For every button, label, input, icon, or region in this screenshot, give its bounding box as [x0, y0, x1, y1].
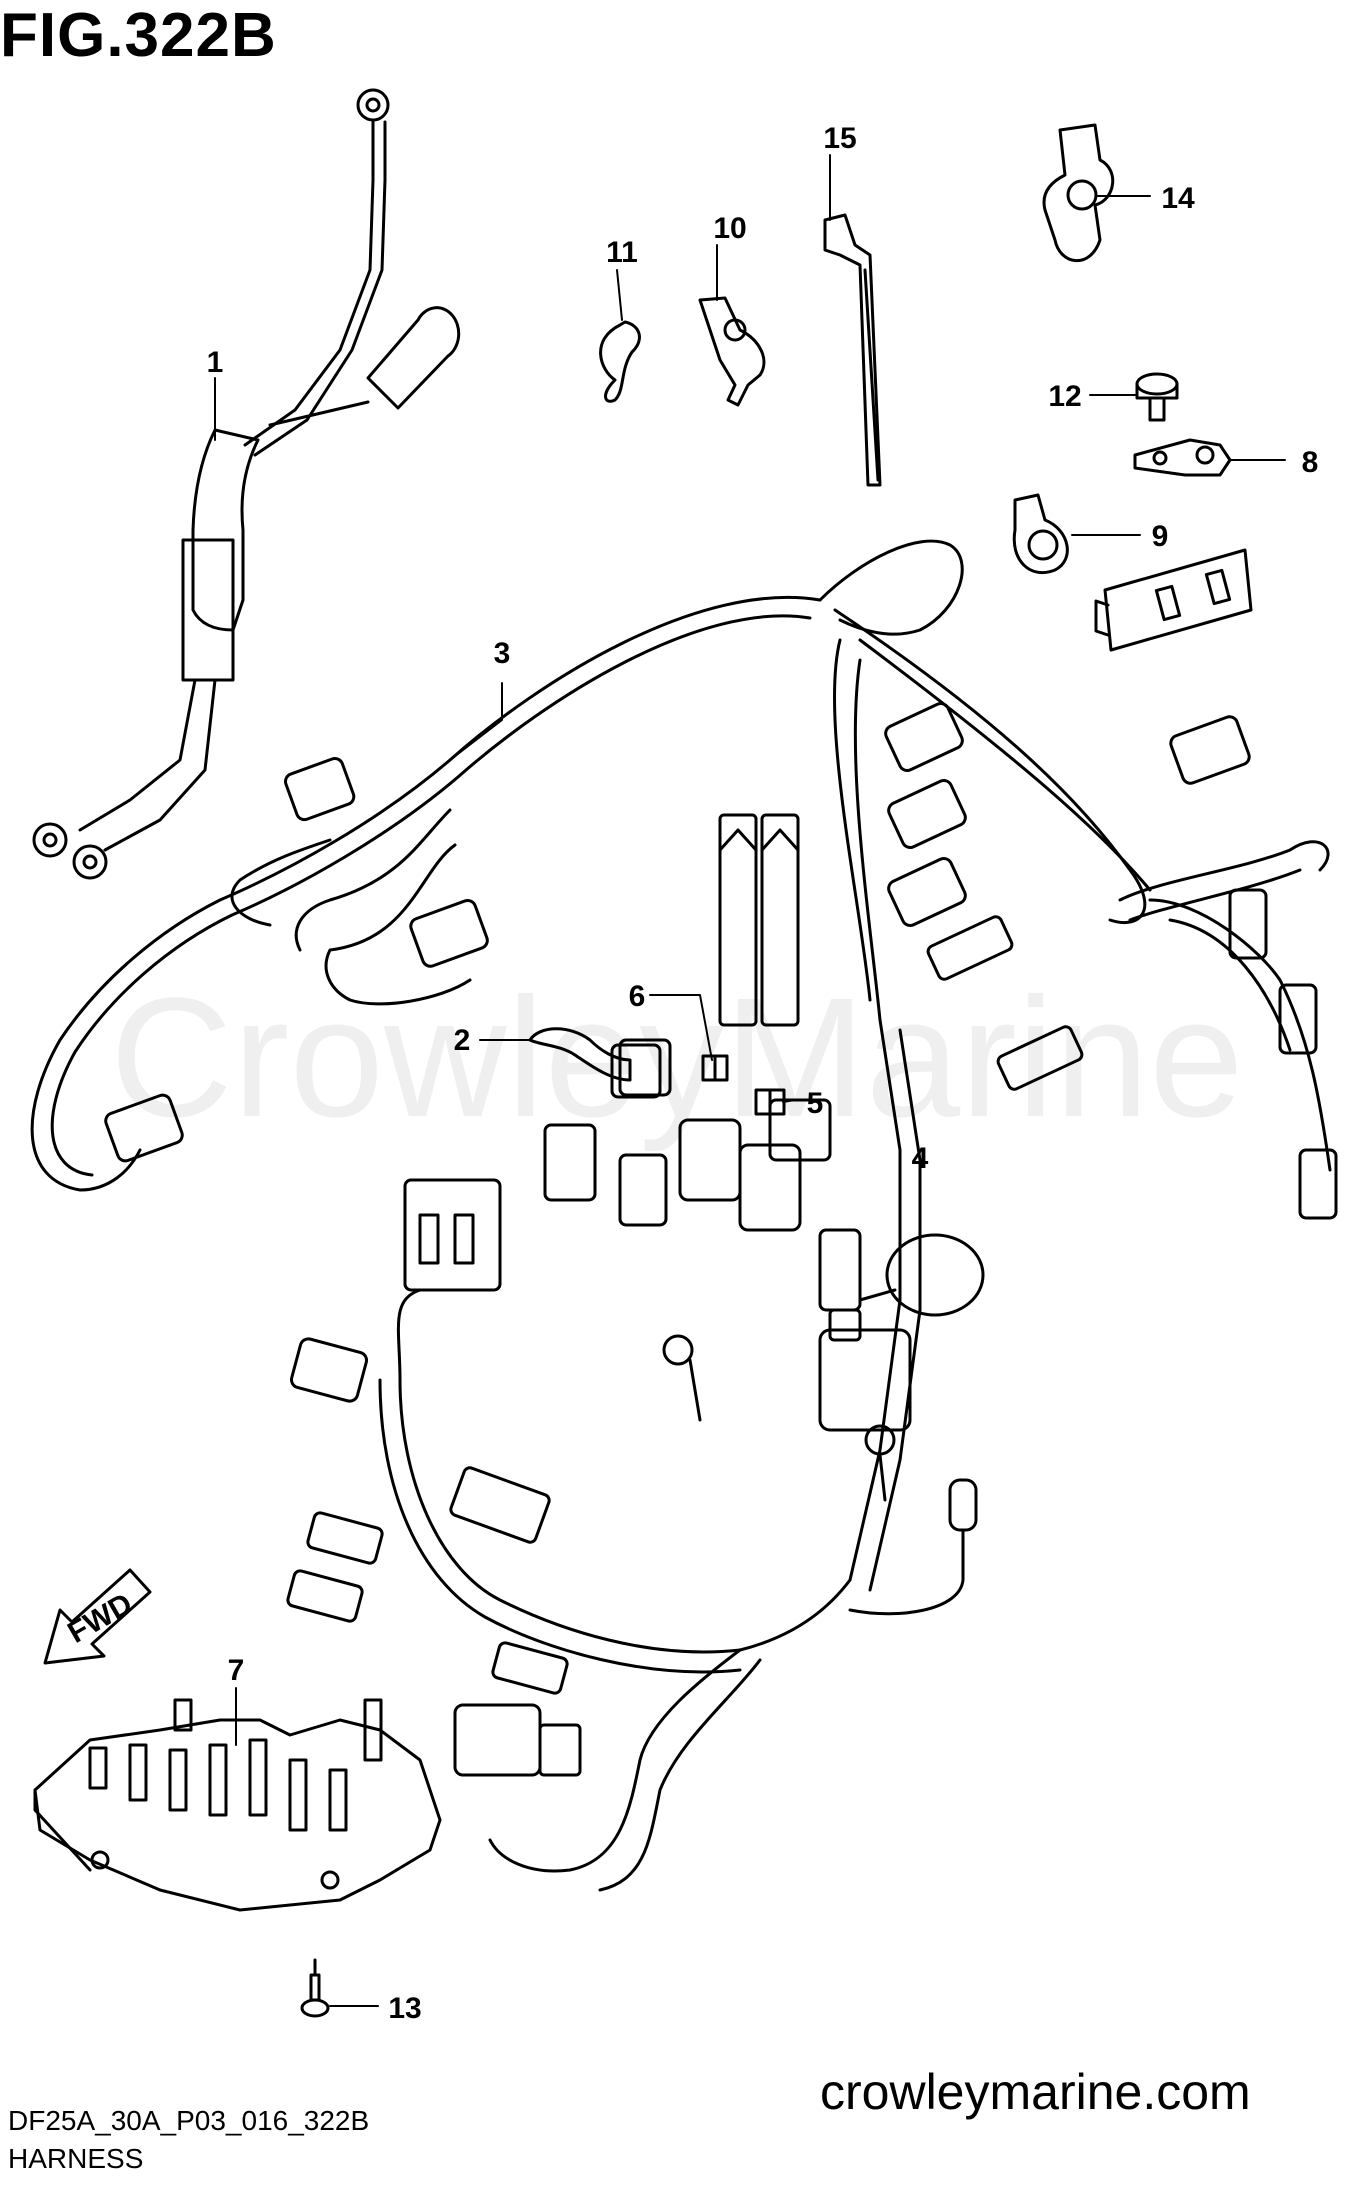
part-9-clamp: [1012, 493, 1069, 575]
part-4-sender: [858, 1233, 985, 1317]
part-2-loop-relay: [528, 1027, 662, 1099]
part-10-clip: [698, 296, 766, 407]
leader-lines: [214, 154, 1286, 2007]
callout-3: 3: [494, 637, 511, 670]
part-15-cable-tie: [823, 213, 882, 487]
callout-7: 7: [228, 1654, 245, 1687]
part-1-battery-cable: [32, 88, 461, 880]
callout-12: 12: [1048, 380, 1081, 413]
callout-13: 13: [388, 1992, 421, 2025]
part-3-main-harness: [30, 539, 1332, 1892]
callout-2: 2: [454, 1024, 471, 1057]
callout-14: 14: [1161, 182, 1195, 215]
part-5-fuse: [754, 1088, 786, 1116]
callout-5: 5: [807, 1087, 824, 1120]
part-7-holder: [33, 1698, 442, 1912]
website-label: crowleymarine.com: [820, 2064, 1251, 2120]
figure-title: FIG.322B: [0, 1, 277, 70]
harness-connectors: [104, 548, 1338, 1777]
part-11-clip: [599, 320, 641, 403]
callout-1: 1: [207, 346, 224, 379]
footer-code: DF25A_30A_P03_016_322B: [8, 2105, 370, 2136]
callout-8: 8: [1302, 446, 1319, 479]
part-12-bolt: [1135, 372, 1179, 422]
callout-15: 15: [823, 122, 856, 155]
part-13-screw: [300, 1958, 330, 2018]
callout-4: 4: [912, 1142, 929, 1175]
part-14-clamp: [1042, 123, 1115, 263]
callout-10: 10: [713, 212, 746, 245]
callout-11: 11: [606, 236, 638, 269]
footer-name: HARNESS: [8, 2143, 144, 2174]
part-6-fuse: [701, 1054, 729, 1082]
callout-9: 9: [1152, 520, 1169, 553]
callout-6: 6: [629, 980, 646, 1013]
fwd-arrow-icon: [43, 1568, 152, 1665]
part-8-bracket: [1133, 438, 1232, 477]
